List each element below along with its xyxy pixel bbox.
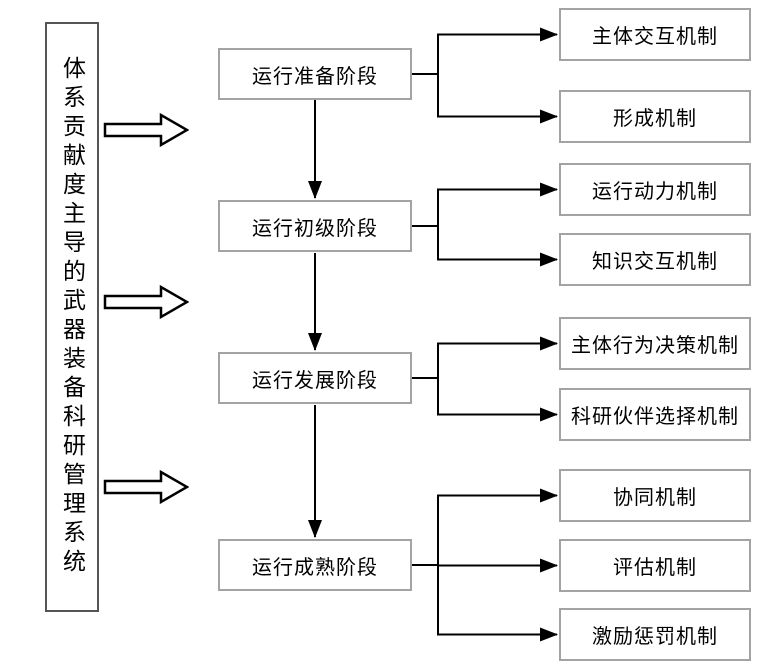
stage-box-initial: 运行初级阶段 bbox=[218, 200, 412, 252]
mechanism-label: 形成机制 bbox=[613, 108, 697, 130]
stage-label: 运行成熟阶段 bbox=[252, 556, 378, 579]
stage-box-maturity: 运行成熟阶段 bbox=[218, 539, 412, 591]
system-root-label: 体系贡献度主导的武器装备科研管理系统 bbox=[59, 56, 85, 578]
stage-label: 运行发展阶段 bbox=[252, 369, 378, 392]
block-arrow-icon bbox=[103, 284, 189, 320]
mechanism-box-subject-interaction: 主体交互机制 bbox=[559, 8, 751, 61]
block-arrow-icon bbox=[103, 469, 189, 505]
mechanism-label: 协同机制 bbox=[613, 487, 697, 509]
mechanism-box-research-partner-selection: 科研伙伴选择机制 bbox=[559, 388, 751, 441]
block-arrow-icon bbox=[103, 112, 189, 148]
mechanism-label: 运行动力机制 bbox=[592, 181, 718, 203]
mechanism-box-incentive-punishment: 激励惩罚机制 bbox=[559, 608, 751, 661]
mechanism-box-collaboration: 协同机制 bbox=[559, 469, 751, 522]
mechanism-box-formation: 形成机制 bbox=[559, 90, 751, 143]
stage-label: 运行准备阶段 bbox=[252, 65, 378, 88]
mechanism-box-knowledge-interaction: 知识交互机制 bbox=[559, 233, 751, 286]
mechanism-label: 主体行为决策机制 bbox=[571, 335, 739, 357]
stage-box-preparation: 运行准备阶段 bbox=[218, 48, 412, 100]
stage-box-development: 运行发展阶段 bbox=[218, 352, 412, 404]
mechanism-box-subject-behavior-decision: 主体行为决策机制 bbox=[559, 317, 751, 370]
mechanism-label: 科研伙伴选择机制 bbox=[571, 406, 739, 428]
mechanism-box-operation-dynamics: 运行动力机制 bbox=[559, 163, 751, 216]
mechanism-label: 主体交互机制 bbox=[592, 26, 718, 48]
mechanism-label: 激励惩罚机制 bbox=[592, 626, 718, 648]
system-root-box: 体系贡献度主导的武器装备科研管理系统 bbox=[45, 22, 99, 612]
mechanism-box-evaluation: 评估机制 bbox=[559, 539, 751, 592]
stage-label: 运行初级阶段 bbox=[252, 217, 378, 240]
mechanism-label: 评估机制 bbox=[613, 557, 697, 579]
mechanism-label: 知识交互机制 bbox=[592, 251, 718, 273]
